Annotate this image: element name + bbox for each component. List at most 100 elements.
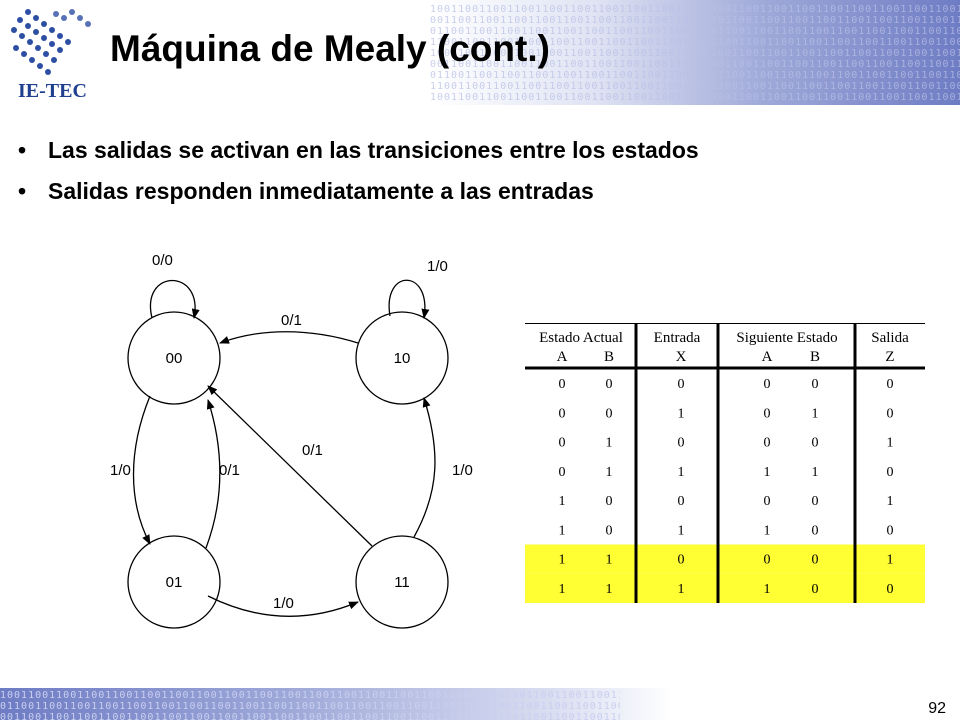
t11-10-label: 1/0 [452, 462, 473, 479]
state-01-circle [127, 535, 221, 629]
table-cell: 0 [812, 553, 819, 568]
loop-00-label: 0/0 [152, 252, 173, 269]
table-cell: 0 [559, 406, 566, 421]
bullet-item: • Las salidas se activan en las transicio… [18, 135, 798, 166]
table-group-header: Entrada [654, 330, 701, 346]
table-cell: 0 [559, 377, 566, 392]
table-cell: 1 [678, 406, 685, 421]
page-title: Máquina de Mealy (cont.) [110, 28, 550, 69]
table-cell: 1 [606, 465, 613, 480]
table-cell: 1 [559, 553, 566, 568]
logo-text: IE-TEC [18, 80, 87, 102]
table-cell: 0 [764, 377, 771, 392]
t01-11-label: 1/0 [273, 595, 294, 612]
table-cell: 0 [606, 523, 613, 538]
table-cell: 0 [887, 582, 894, 597]
bullet-text: Las salidas se activan en las transicion… [48, 137, 699, 163]
table-cell: 1 [764, 465, 771, 480]
state-10-circle [355, 311, 449, 405]
t01-00-arrow [205, 399, 221, 549]
loop-10-arrow [388, 279, 430, 319]
table-cell: 0 [887, 406, 894, 421]
table-cell: 1 [887, 553, 894, 568]
state-11-label: 11 [394, 574, 410, 591]
table-cell: 0 [678, 494, 685, 509]
state-11-circle [355, 535, 449, 629]
loop-10-label: 1/0 [427, 258, 448, 275]
table-cell: 0 [887, 523, 894, 538]
table-cell: 1 [606, 436, 613, 451]
bullet-item: • Salidas responden inmediatamente a las … [18, 176, 798, 207]
table-cell: 0 [606, 377, 613, 392]
loop-00-arrow [149, 280, 200, 319]
bullet-dot-icon: • [18, 137, 27, 163]
table-cell: 0 [559, 436, 566, 451]
table-cell: 1 [606, 553, 613, 568]
bullet-list: • Las salidas se activan en las transicio… [18, 135, 798, 217]
table-subheader: A [762, 349, 773, 365]
table-cell: 0 [678, 377, 685, 392]
t11-00-label: 0/1 [302, 442, 323, 459]
state-10-label: 10 [394, 350, 411, 367]
t00-01-arrow [132, 395, 151, 545]
table-cell: 1 [764, 582, 771, 597]
table-cell: 1 [887, 494, 894, 509]
table-cell: 0 [678, 553, 685, 568]
t00-01-label: 1/0 [110, 462, 131, 479]
table-cell: 1 [678, 523, 685, 538]
header-band: 1001100110011001100110011001100110011001… [0, 0, 960, 105]
table-cell: 1 [678, 582, 685, 597]
table-cell: 0 [764, 494, 771, 509]
table-cell: 1 [812, 465, 819, 480]
ie-tec-logo [11, 9, 91, 75]
table-subheader: Z [885, 349, 894, 365]
t10-00-arrow [219, 331, 359, 344]
table-cell: 1 [764, 523, 771, 538]
table-cell: 0 [606, 406, 613, 421]
table-subheader: X [676, 349, 687, 365]
state-01-label: 01 [166, 574, 183, 591]
table-cell: 0 [764, 406, 771, 421]
t01-00-label: 0/1 [219, 462, 240, 479]
table-subheader: B [604, 349, 614, 365]
state-00-label: 00 [166, 350, 183, 367]
binary-pattern: 1001100110011001100110011001100110011001… [0, 690, 620, 720]
t10-00-label: 0/1 [281, 312, 302, 329]
t11-10-arrow [413, 397, 436, 538]
table-cell: 0 [812, 436, 819, 451]
state-diagram: 00 10 01 11 0/0 1/0 0/1 1/0 0/1 0/1 1/0 … [110, 252, 473, 629]
table-cell: 0 [812, 582, 819, 597]
table-cell: 0 [812, 523, 819, 538]
table-group-header: Salida [871, 330, 909, 346]
state-00-circle [127, 311, 221, 405]
table-subheader: B [810, 349, 820, 365]
table-subheader: A [557, 349, 568, 365]
table-group-header: Siguiente Estado [736, 330, 837, 346]
table-cell: 1 [559, 494, 566, 509]
table-cell: 0 [678, 436, 685, 451]
binary-pattern: 1001100110011001100110011001100110011001… [430, 4, 960, 102]
table-cell: 0 [812, 494, 819, 509]
t01-11-arrow [207, 595, 359, 617]
table-cell: 0 [764, 553, 771, 568]
table-cell: 1 [559, 582, 566, 597]
table-cell: 0 [887, 465, 894, 480]
table-cell: 1 [678, 465, 685, 480]
table-cell: 0 [887, 377, 894, 392]
table-cell: 0 [764, 436, 771, 451]
table-row-highlight [525, 544, 925, 574]
table-cell: 1 [887, 436, 894, 451]
footer-band: 1001100110011001100110011001100110011001… [0, 688, 960, 720]
table-row-highlight [525, 573, 925, 603]
table-group-header: Estado Actual [539, 330, 623, 346]
bullet-dot-icon: • [18, 178, 27, 204]
table-cell: 0 [606, 494, 613, 509]
table-cell: 1 [559, 523, 566, 538]
table-cell: 1 [606, 582, 613, 597]
table-cell: 0 [812, 377, 819, 392]
bullet-text: Salidas responden inmediatamente a las e… [48, 178, 594, 204]
truth-table: 0 0 0 0 0 0 0 0 1 0 1 0 0 1 0 0 0 1 0 1 1 1 1 0 1 0 0 0 0 1 1 0 1 1 0 0 1 1 0 0… [525, 323, 925, 603]
table-cell: 1 [812, 406, 819, 421]
table-cell: 0 [559, 465, 566, 480]
page-number: 92 [928, 700, 946, 717]
